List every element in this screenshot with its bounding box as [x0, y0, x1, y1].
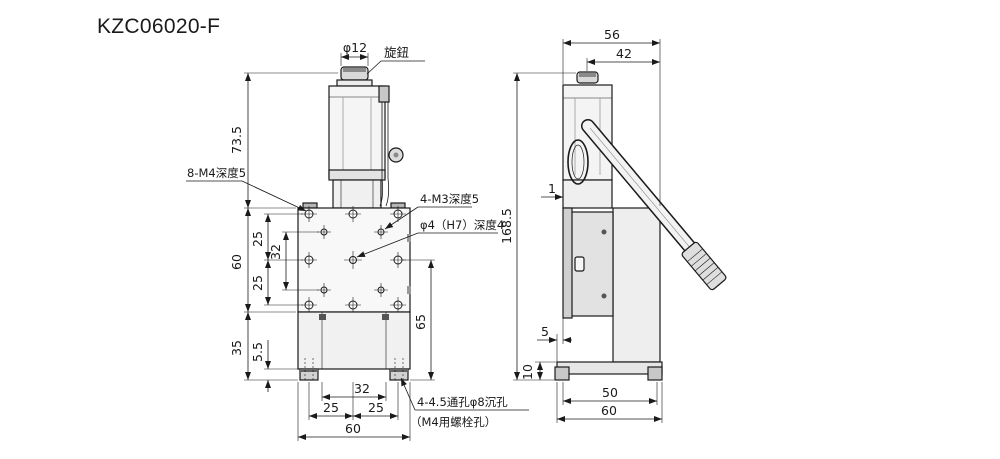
- foot-height-label: 5.5: [250, 342, 265, 362]
- leader-line: [384, 206, 419, 230]
- m4-hole: [390, 297, 406, 313]
- knob-diameter-label: φ12: [343, 40, 367, 55]
- carriage-height-label: 60: [229, 254, 244, 270]
- m4-callout-label: 8-M4深度5: [187, 166, 246, 180]
- m4-hole: [301, 206, 317, 222]
- side-cable: [581, 119, 727, 291]
- pin-callout-label: φ4（H7）深度4: [420, 218, 504, 232]
- gap-label: 1: [548, 181, 556, 196]
- carriage-plate: [562, 207, 573, 319]
- mount-hole-callout: 4-4.5通孔φ8沉孔 （M4用螺栓孔）: [400, 377, 529, 429]
- pin-hole: [344, 251, 362, 269]
- bottom-width-label: 60: [345, 421, 361, 436]
- rail-block: [382, 314, 389, 320]
- rail-block: [319, 314, 326, 320]
- m4-hole: [345, 297, 361, 313]
- leader-line: [366, 60, 382, 75]
- carriage-slot: [574, 256, 585, 272]
- carriage-side-feature: [407, 234, 411, 242]
- m3-hole: [374, 225, 388, 239]
- front-carriage: [297, 202, 411, 313]
- leader-line: [241, 180, 307, 212]
- cable-center-line: [589, 127, 693, 251]
- side-view: 56 42 168.5 1 5 10 50: [499, 27, 727, 423]
- motor-body: [328, 85, 386, 179]
- base-thickness-label: 10: [520, 364, 535, 380]
- knob-label: 旋鈕: [384, 45, 410, 60]
- bottom-left-label: 25: [323, 400, 339, 415]
- carriage-side-feature: [407, 286, 411, 294]
- foot: [554, 366, 570, 381]
- front-base: [297, 311, 411, 381]
- motor-cable: [379, 102, 390, 207]
- front-right-dimension: 65: [402, 259, 435, 381]
- base-body: [297, 311, 411, 370]
- column: [612, 207, 661, 363]
- bottom-right-label: 25: [368, 400, 384, 415]
- motor-flange: [328, 169, 386, 181]
- motor-height-label: 73.5: [229, 126, 244, 154]
- hole-pitch-center-label: 32: [268, 244, 283, 260]
- m4-hole: [345, 206, 361, 222]
- base-inner-label: 50: [602, 385, 618, 400]
- step-label: 5: [541, 324, 549, 339]
- motor-offset-label: 42: [616, 46, 632, 61]
- front-view: φ12 旋鈕 73.5 60 35 25 25: [186, 40, 529, 441]
- foot: [647, 366, 663, 381]
- m3-hole: [317, 225, 331, 239]
- hole-pitch-upper-label: 25: [250, 231, 265, 247]
- side-stage: [554, 207, 663, 381]
- m3-callout: 4-M3深度5: [384, 192, 479, 230]
- front-motor: [328, 66, 404, 209]
- connector-body: [681, 241, 727, 291]
- hole-pitch-lower-label: 25: [250, 275, 265, 291]
- cable-loop-inner: [571, 144, 585, 180]
- foot-top: [300, 369, 318, 372]
- pin-callout: φ4（H7）深度4: [356, 218, 504, 258]
- bottom-inner-label: 32: [354, 381, 370, 396]
- knob-dimension: φ12: [340, 40, 369, 66]
- m4-hole: [301, 252, 317, 268]
- m3-hole: [374, 283, 388, 297]
- cable-loop: [567, 139, 589, 185]
- cable-connector: [681, 241, 727, 291]
- front-bottom-dimensions: 32 25 25 60: [297, 381, 411, 441]
- m4-hole: [301, 297, 317, 313]
- cable-clamp-center: [393, 152, 399, 158]
- leader-line: [400, 377, 416, 411]
- leader-line: [356, 232, 419, 258]
- knob-top-band: [343, 68, 366, 72]
- carriage-screw: [601, 229, 607, 235]
- mount-hole-callout-label: 4-4.5通孔φ8沉孔: [417, 395, 508, 409]
- base-height-label: 35: [229, 340, 244, 356]
- m4-callout: 8-M4深度5: [186, 166, 307, 212]
- front-left-dimensions: 73.5 60 35 25 25 32 5.5: [229, 72, 338, 392]
- knob-top-band: [579, 73, 596, 77]
- side-bottom-dimensions: 50 60: [556, 382, 663, 423]
- m4-hole: [390, 206, 406, 222]
- base-width-label: 60: [601, 403, 617, 418]
- total-height-label: 168.5: [499, 208, 514, 244]
- side-top-dimensions: 56 42: [562, 27, 661, 206]
- knob-neck: [336, 79, 373, 87]
- carriage-tab: [302, 202, 318, 209]
- drawing-title: KZC06020-F: [97, 15, 221, 38]
- knob-callout: 旋鈕: [366, 45, 425, 75]
- coupling-housing: [332, 179, 382, 209]
- side-left-dimensions: 168.5 1 5 10: [499, 72, 576, 381]
- m3-callout-label: 4-M3深度5: [420, 192, 479, 206]
- m3-hole: [317, 283, 331, 297]
- base-plate: [556, 361, 663, 375]
- connector-ridges: [687, 248, 723, 285]
- total-width-label: 56: [604, 27, 620, 42]
- cable-connector: [378, 85, 390, 103]
- right-height-label: 65: [413, 314, 428, 330]
- foot-top: [390, 369, 408, 372]
- carriage-screw: [601, 293, 607, 299]
- motor-lower-housing: [562, 179, 613, 209]
- mount-hole-note: （M4用螺栓孔）: [410, 415, 496, 429]
